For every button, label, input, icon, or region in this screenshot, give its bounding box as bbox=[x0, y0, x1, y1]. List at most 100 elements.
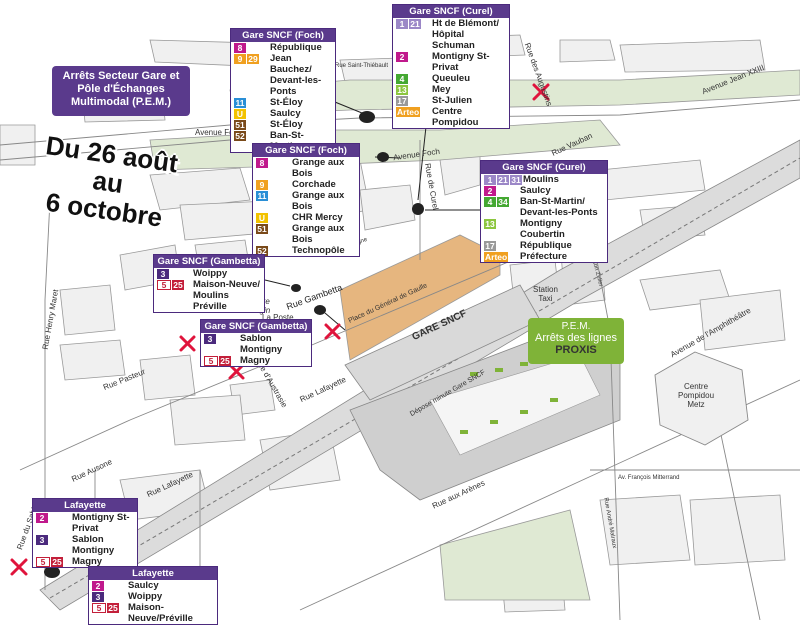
line-badge: 52 bbox=[234, 131, 246, 141]
line-badge: 21 bbox=[497, 175, 509, 185]
line-badge: 2 bbox=[484, 186, 496, 196]
stop-markers bbox=[44, 111, 424, 578]
stop-destination: Woippy bbox=[128, 591, 163, 602]
pem-title-box: Arrêts Secteur Gare et Pôle d'Échanges M… bbox=[52, 66, 190, 116]
line-badges: 2 bbox=[484, 185, 520, 196]
stop-destination: Maison-Neuve/Préville bbox=[128, 602, 193, 624]
stop-box-title: Gare SNCF (Curel) bbox=[393, 5, 509, 18]
line-badge: 13 bbox=[484, 219, 496, 229]
stop-destination: Sablon Montigny bbox=[72, 534, 115, 556]
line-badge: 25 bbox=[51, 557, 63, 567]
stop-destination: Jean Bauchez/ Devant-les-Ponts bbox=[270, 53, 322, 97]
line-badge: 5 bbox=[204, 356, 218, 366]
line-badge: 13 bbox=[396, 85, 408, 95]
line-badge: 21 bbox=[409, 19, 421, 29]
stop-box-title: Gare SNCF (Foch) bbox=[253, 144, 359, 157]
line-badges: 4 bbox=[396, 73, 432, 84]
stop-destination: Saulcy bbox=[520, 185, 551, 196]
stop-destination: Corchade bbox=[292, 179, 336, 190]
line-badges: Arteo bbox=[396, 106, 432, 117]
stop-destination: Montigny St-Privat bbox=[432, 51, 490, 73]
stop-destination: Ban-St-Martin/ Devant-les-Ponts bbox=[520, 196, 598, 218]
stop-destination: St-Julien bbox=[432, 95, 473, 106]
stop-destination: Moulins bbox=[523, 174, 559, 185]
line-badge: 2 bbox=[36, 513, 48, 523]
line-badge: 4 bbox=[484, 197, 496, 207]
pem-box-brand: PROXIS bbox=[555, 344, 597, 356]
line-badges: U bbox=[256, 212, 292, 223]
line-badge: 52 bbox=[256, 246, 268, 256]
stop-line-row: 2 Saulcy bbox=[481, 185, 607, 196]
line-badge: U bbox=[234, 109, 246, 119]
line-badge: Arteo bbox=[396, 107, 421, 117]
line-badges: 52 bbox=[234, 130, 270, 141]
stop-destination: Sablon Montigny bbox=[240, 333, 283, 355]
line-badges: U bbox=[234, 108, 270, 119]
line-badge: 51 bbox=[256, 224, 268, 234]
line-badge: 25 bbox=[107, 603, 119, 613]
stop-destination: Centre Pompidou bbox=[432, 106, 479, 128]
line-badge: 5 bbox=[157, 280, 171, 290]
line-badges: 17 bbox=[484, 240, 520, 251]
line-badge: 25 bbox=[172, 280, 184, 290]
stop-destination: Queuleu bbox=[432, 73, 471, 84]
line-badge: 1 bbox=[484, 175, 496, 185]
line-badges: 2 bbox=[92, 580, 128, 591]
stop-destination: St-Éloy bbox=[270, 119, 303, 130]
stop-destination: Woippy bbox=[193, 268, 228, 279]
label-centre-pompidou: Centre Pompidou Metz bbox=[678, 382, 715, 409]
line-badges: 8 bbox=[234, 42, 270, 53]
line-badges: 2 bbox=[396, 51, 432, 62]
line-badges: 13 bbox=[396, 84, 432, 95]
line-badge: Arteo bbox=[484, 252, 509, 262]
stop-box-title: Gare SNCF (Curel) bbox=[481, 161, 607, 174]
line-badge: 31 bbox=[510, 175, 522, 185]
line-badge: 17 bbox=[396, 96, 408, 106]
stop-destination: Ht de Blémont/ Hôpital Schuman bbox=[432, 18, 500, 51]
line-badge: 17 bbox=[484, 241, 496, 251]
line-badge: 8 bbox=[256, 158, 268, 168]
stop-destination: Grange aux Bois bbox=[292, 190, 345, 212]
label-av-francois-mitterrand: Av. François Mitterrand bbox=[618, 475, 680, 481]
stop-destination: Montigny St-Privat bbox=[72, 512, 130, 534]
line-badges: 52 bbox=[256, 245, 292, 256]
stop-box-title: Gare SNCF (Foch) bbox=[231, 29, 335, 42]
line-badge: 3 bbox=[36, 535, 48, 545]
line-badges: 3 bbox=[92, 591, 128, 602]
line-badge: 1 bbox=[396, 19, 408, 29]
line-badges: 51 bbox=[256, 223, 292, 234]
stop-box-title: Gare SNCF (Gambetta) bbox=[154, 255, 264, 268]
stop-destination: Préfecture bbox=[520, 251, 567, 262]
stop-line-row: Arteo Centre Pompidou bbox=[393, 106, 509, 128]
line-badges: 3 bbox=[204, 333, 240, 344]
line-badge: 11 bbox=[256, 191, 268, 201]
label-avenue-foch-top: Avenue Foch bbox=[195, 128, 242, 137]
date-range: Du 26 août au 6 octobre bbox=[43, 130, 180, 233]
